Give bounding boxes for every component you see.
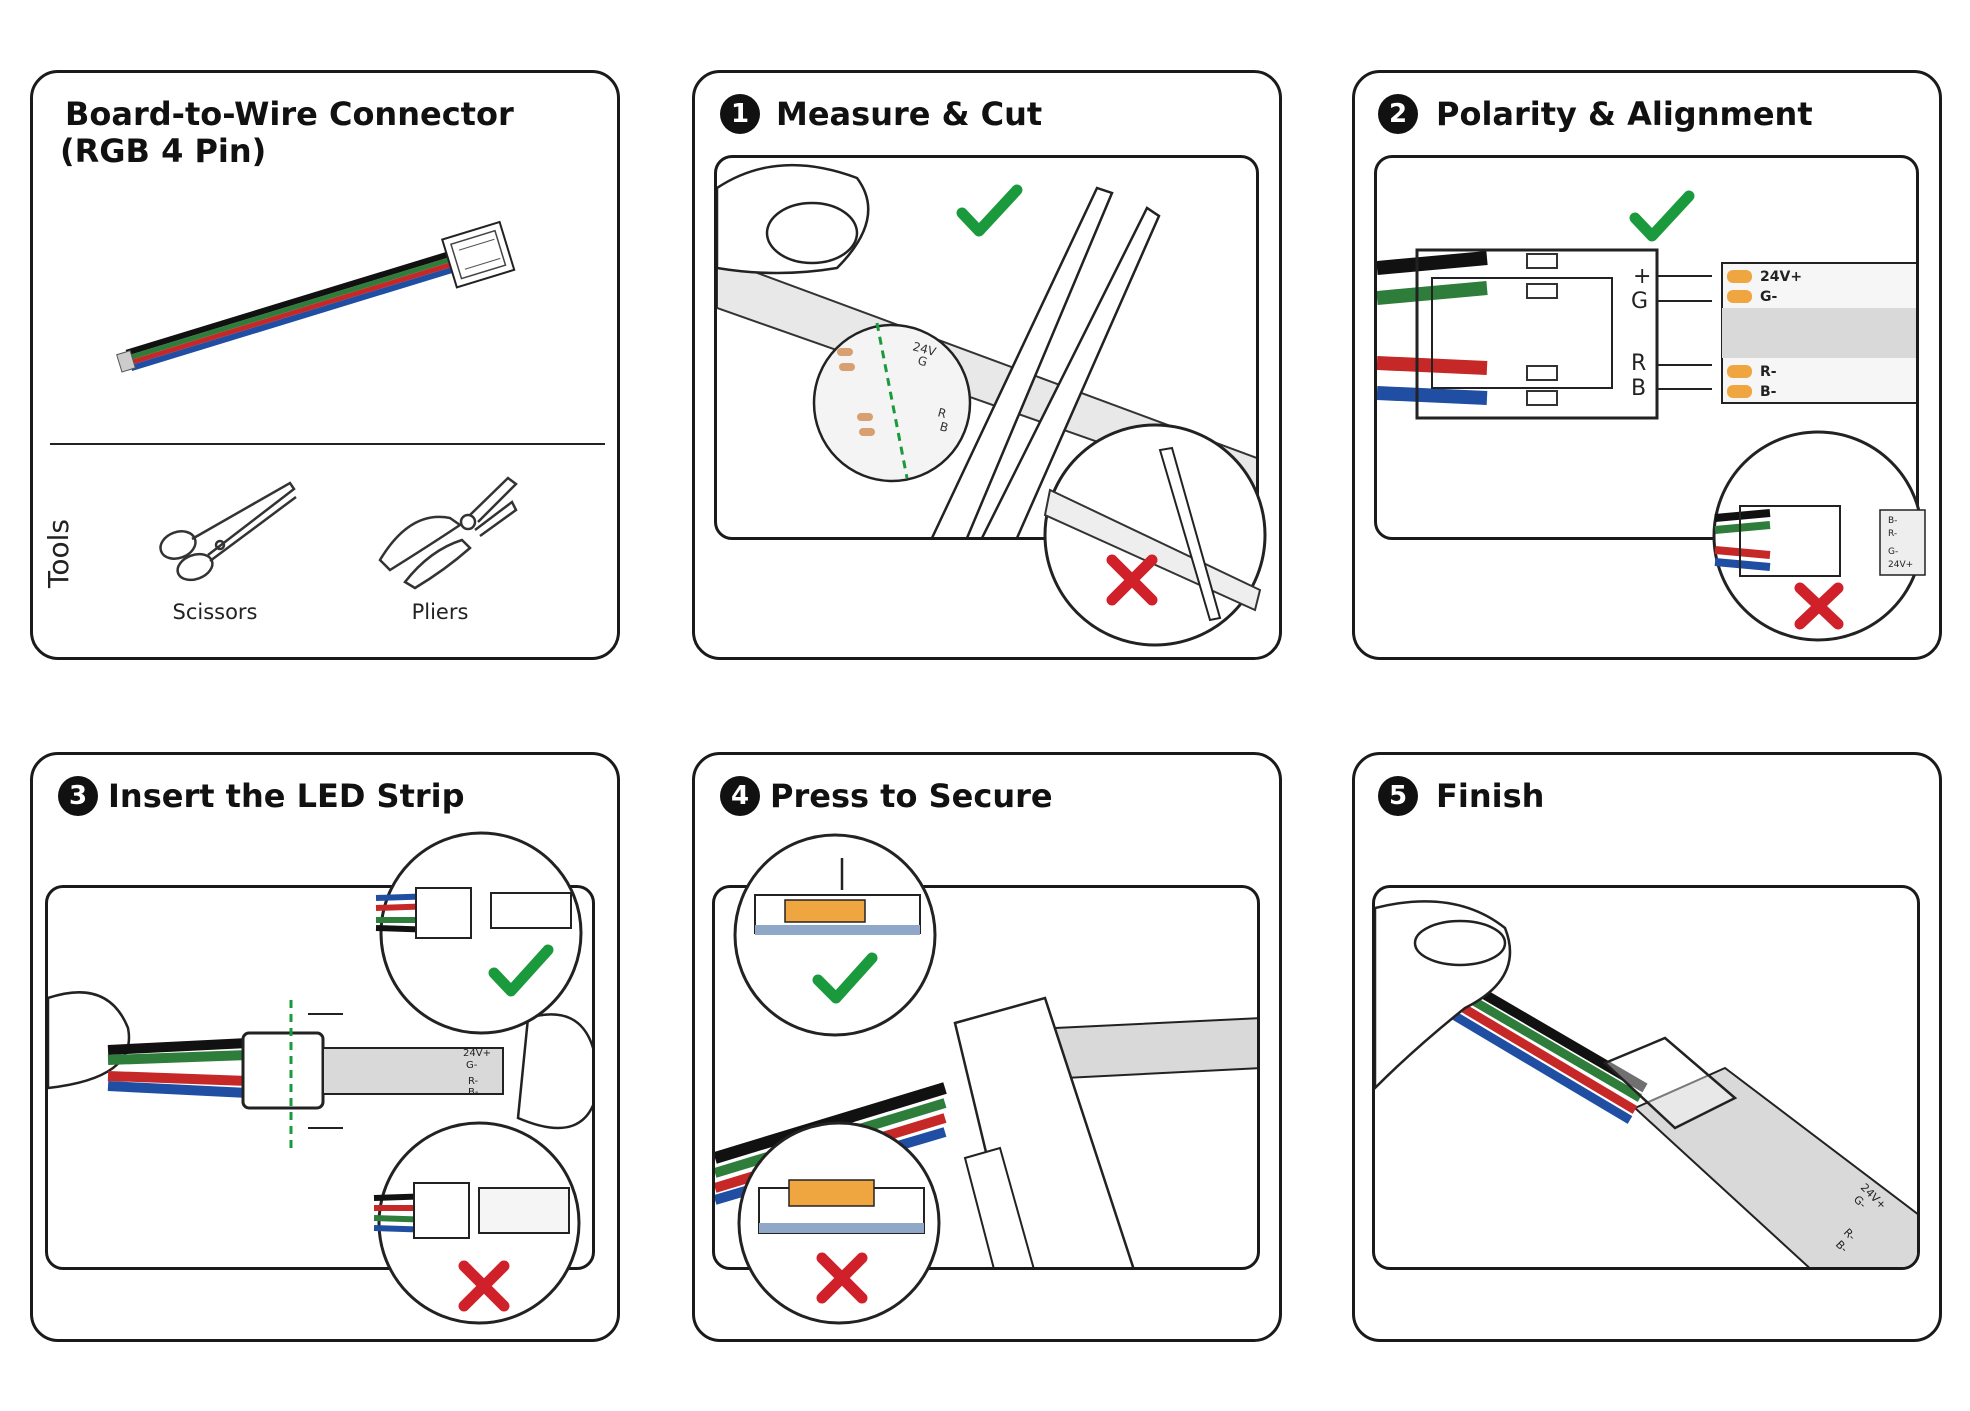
connector-title-line1: Board-to-Wire Connector bbox=[65, 95, 514, 133]
strip-mark-b: B bbox=[938, 419, 950, 435]
cross-icon bbox=[1794, 582, 1844, 630]
step-3-title: Insert the LED Strip bbox=[108, 777, 465, 815]
wire-label-b: B bbox=[1631, 376, 1646, 401]
cross-icon bbox=[816, 1252, 868, 1304]
pad-label-g: G- bbox=[1760, 289, 1777, 305]
strip-mark-r: R bbox=[936, 405, 948, 421]
pad-label-24v: 24V+ bbox=[1760, 269, 1802, 285]
check-icon bbox=[812, 952, 878, 1004]
strip-mark-g: G bbox=[916, 353, 929, 369]
reversed-pad-label-g: G- bbox=[1888, 547, 1898, 557]
polarity-diagram: + G R B 24V+ G- R- B- bbox=[1377, 190, 1916, 420]
step-4-number: 4 bbox=[720, 776, 760, 816]
strip-label-b: B- bbox=[468, 1087, 479, 1098]
strip-label-r: R- bbox=[468, 1076, 479, 1087]
step-3-number: 3 bbox=[58, 776, 98, 816]
connector-cable-illustration bbox=[116, 220, 516, 373]
tools-label: Tools bbox=[42, 519, 75, 588]
cross-icon bbox=[458, 1260, 510, 1312]
wire-label-g: G bbox=[1631, 289, 1648, 314]
wire-label-plus: + bbox=[1633, 264, 1651, 289]
wrong-insert-inset bbox=[373, 1121, 581, 1325]
strip-label-24v: 24V+ bbox=[463, 1048, 491, 1059]
step-1-number: 1 bbox=[720, 94, 760, 134]
reversed-pad-label-24v: 24V+ bbox=[1888, 560, 1913, 570]
step-4-title: Press to Secure bbox=[770, 777, 1053, 815]
pad-label-b: B- bbox=[1760, 384, 1777, 400]
scissors-label: Scissors bbox=[172, 600, 258, 624]
check-icon bbox=[956, 184, 1023, 237]
strip-label-g: G- bbox=[466, 1060, 478, 1071]
step-5-number: 5 bbox=[1378, 776, 1418, 816]
tools-divider bbox=[50, 443, 605, 445]
pliers-icon bbox=[378, 476, 518, 590]
pad-label-r: R- bbox=[1760, 364, 1777, 380]
wrong-polarity-inset: B- R- G- 24V+ bbox=[1712, 430, 1926, 642]
reversed-pad-label-b: B- bbox=[1888, 516, 1897, 526]
finish-illustration: 24V+ G- R- B- bbox=[1375, 900, 1917, 1267]
correct-press-inset bbox=[733, 833, 937, 1037]
connector-title-line2: (RGB 4 Pin) bbox=[60, 132, 267, 170]
check-icon bbox=[1629, 190, 1695, 242]
wrong-press-inset bbox=[737, 1121, 941, 1325]
wrong-cut-inset bbox=[1043, 423, 1267, 647]
correct-insert-inset bbox=[375, 831, 583, 1035]
reversed-pad-label-r: R- bbox=[1888, 529, 1897, 539]
cross-icon bbox=[1106, 554, 1158, 606]
step-1-title: Measure & Cut bbox=[776, 95, 1043, 133]
step-2-number: 2 bbox=[1378, 94, 1418, 134]
strip-mark-24v: 24V bbox=[911, 339, 938, 359]
step-2-title: Polarity & Alignment bbox=[1436, 95, 1813, 133]
wire-label-r: R bbox=[1631, 351, 1646, 376]
scissors-icon bbox=[159, 481, 297, 582]
insert-strip-illustration: 24V+ G- R- B- bbox=[48, 991, 592, 1148]
check-icon bbox=[488, 944, 554, 997]
step-5-title: Finish bbox=[1436, 777, 1545, 815]
step-5-illustration-frame: 24V+ G- R- B- bbox=[1372, 885, 1920, 1270]
pliers-label: Pliers bbox=[411, 600, 469, 624]
